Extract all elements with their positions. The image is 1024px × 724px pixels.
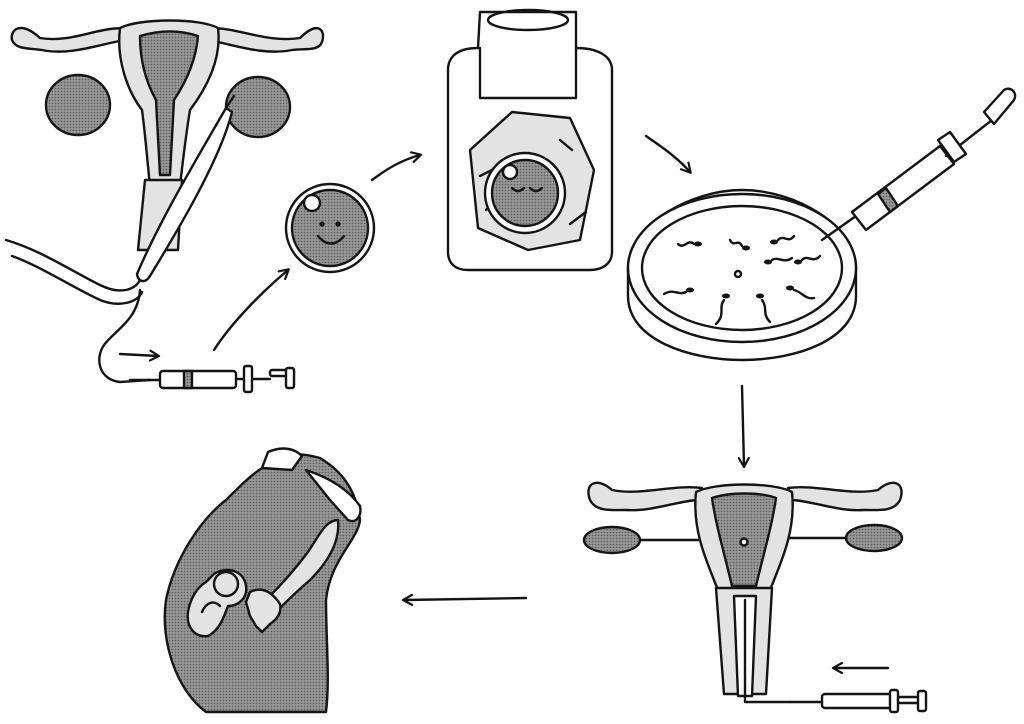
flow-arrow-2 <box>370 155 420 182</box>
injection-syringe-icon <box>820 87 1017 242</box>
flow-arrow-1 <box>212 270 288 352</box>
fertilization-dish-icon <box>626 87 1017 362</box>
egg-cell-icon <box>284 182 376 274</box>
flow-arrow-4 <box>742 384 744 466</box>
egg-retrieval-icon <box>4 19 325 394</box>
fetus-icon <box>186 568 248 638</box>
flow-arrow-5 <box>404 598 528 600</box>
egg-in-container-icon <box>446 8 614 272</box>
flow-arrow-3 <box>644 134 690 172</box>
pregnancy-icon <box>163 447 362 714</box>
embryo-transfer-icon <box>582 481 928 714</box>
sperm-cells <box>662 234 822 326</box>
